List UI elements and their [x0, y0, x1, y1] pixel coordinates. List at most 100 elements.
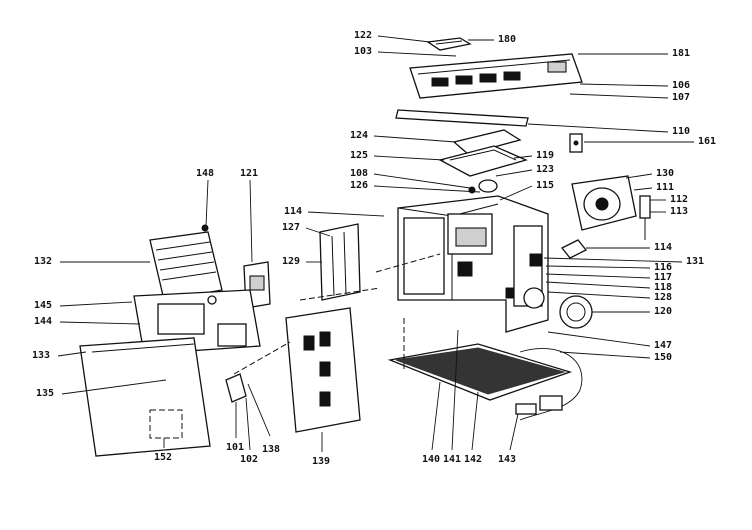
label-p150: 150: [559, 351, 672, 363]
label-p143: 143: [498, 413, 519, 465]
part-number: 118: [654, 282, 672, 293]
part-number: 141: [443, 454, 461, 465]
part-number: 112: [670, 194, 688, 205]
label-p140: 140: [422, 381, 441, 465]
label-p102: 102: [240, 397, 258, 465]
part-number: 114: [284, 206, 302, 217]
alignment-lines: [233, 253, 441, 375]
part-number: 139: [312, 456, 330, 467]
label-p114a: 114: [284, 206, 385, 217]
part-number: 147: [654, 340, 672, 351]
label-p101: 101: [226, 402, 244, 453]
part-number: 130: [656, 168, 674, 179]
part-number: 110: [672, 126, 690, 137]
label-p121: 121: [240, 168, 258, 263]
part-number: 101: [226, 442, 244, 453]
small-motor: [468, 179, 498, 194]
power-cord: [515, 348, 583, 421]
part-number: 123: [536, 164, 554, 175]
label-p147: 147: [547, 331, 672, 351]
label-p118: 118: [545, 281, 672, 293]
label-p139: 139: [312, 432, 330, 467]
part-number: 103: [354, 46, 372, 57]
part-number: 161: [698, 136, 716, 147]
label-p103: 103: [354, 46, 457, 57]
control-plate: [452, 129, 522, 155]
part-number: 138: [262, 444, 280, 455]
part-number: 133: [32, 350, 50, 361]
part-number: 116: [654, 262, 672, 273]
label-p123: 123: [495, 164, 554, 177]
part-number: 128: [654, 292, 672, 303]
front-cover: [79, 337, 211, 457]
label-p129: 129: [282, 256, 322, 267]
top-knob-cap: [426, 37, 472, 51]
part-number: 180: [498, 34, 516, 45]
top-trim-strip: [395, 109, 529, 127]
part-number: 144: [34, 316, 52, 327]
part-number: 143: [498, 454, 516, 465]
label-p113: 113: [650, 206, 688, 217]
knob-switch: [225, 373, 247, 403]
label-p132: 132: [34, 256, 150, 267]
part-number: 152: [154, 452, 172, 463]
part-number: 108: [350, 168, 368, 179]
label-p133: 133: [32, 350, 87, 361]
label-p127: 127: [282, 222, 331, 237]
part-number: 124: [350, 130, 368, 141]
part-number: 120: [654, 306, 672, 317]
label-p152: 152: [154, 438, 172, 463]
label-p106: 106: [579, 80, 690, 91]
label-p107: 107: [569, 92, 690, 103]
fan-housing-top: [438, 145, 528, 177]
label-p124: 124: [350, 130, 457, 143]
part-number: 125: [350, 150, 368, 161]
label-p148: 148: [196, 168, 214, 227]
part-number: 135: [36, 388, 54, 399]
label-p111: 111: [633, 182, 674, 193]
part-number: 106: [672, 80, 690, 91]
part-number: 129: [282, 256, 300, 267]
part-number: 107: [672, 92, 690, 103]
label-p181: 181: [578, 48, 690, 59]
part-number: 140: [422, 454, 440, 465]
label-p126: 126: [350, 180, 481, 193]
label-p122: 122: [354, 30, 431, 43]
part-number: 132: [34, 256, 52, 267]
capacitor: [560, 239, 588, 259]
label-p125: 125: [350, 150, 445, 161]
part-number: 150: [654, 352, 672, 363]
top-cover-panel: [409, 53, 583, 99]
part-number: 145: [34, 300, 52, 311]
label-p115: 115: [499, 180, 554, 201]
label-p112: 112: [650, 194, 688, 205]
label-p130: 130: [625, 168, 674, 179]
label-p110: 110: [527, 123, 690, 137]
part-number: 126: [350, 180, 368, 191]
label-p180: 180: [468, 34, 516, 45]
label-p142: 142: [464, 391, 482, 465]
label-p120: 120: [592, 306, 672, 317]
side-panel: [285, 307, 361, 433]
label-p135: 135: [36, 379, 167, 399]
part-number: 113: [670, 206, 688, 217]
part-number: 127: [282, 222, 300, 233]
label-p138: 138: [247, 383, 280, 455]
part-number: 121: [240, 168, 258, 179]
label-p116: 116: [545, 262, 672, 273]
part-number: 114: [654, 242, 672, 253]
blower-wheel: [559, 295, 593, 329]
label-p119: 119: [513, 150, 554, 161]
main-chassis: [397, 195, 549, 333]
front-panel-frame: [133, 289, 261, 355]
small-clip: [569, 133, 583, 153]
part-number: 115: [536, 180, 554, 191]
bracket-column: [319, 223, 361, 301]
fan-assembly: [571, 175, 651, 240]
part-number: 119: [536, 150, 554, 161]
base-pan: [387, 343, 573, 401]
part-number: 148: [196, 168, 214, 179]
part-number: 102: [240, 454, 258, 465]
label-p117: 117: [545, 272, 672, 283]
